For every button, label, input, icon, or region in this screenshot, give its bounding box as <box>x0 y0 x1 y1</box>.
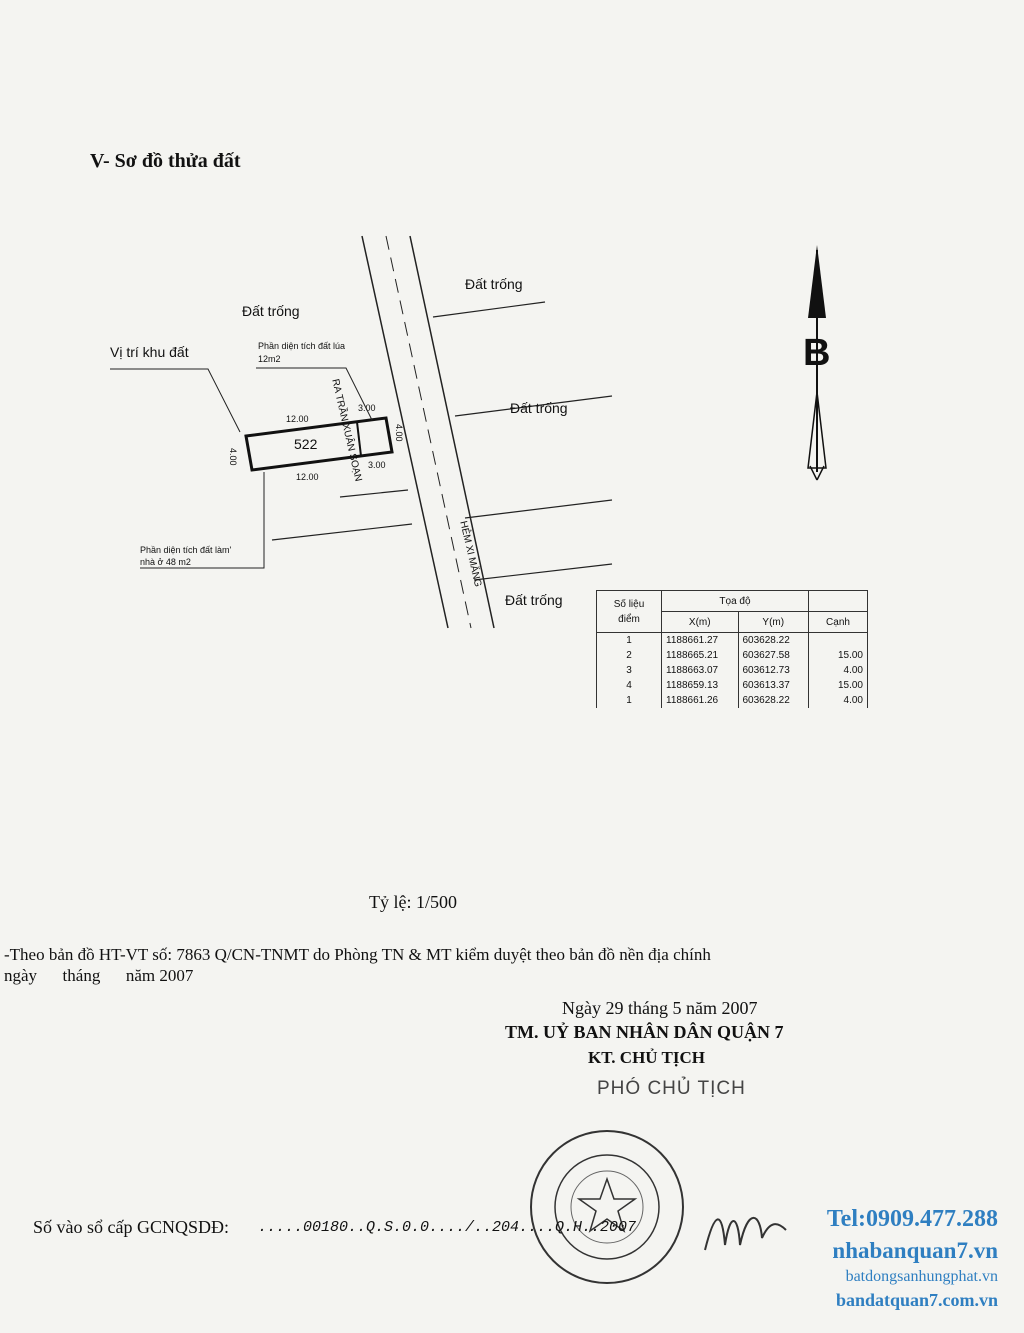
header-edge-blank <box>808 590 868 612</box>
parcel-outline <box>244 416 394 472</box>
watermark-phone: Tel:0909.477.288 <box>826 1206 998 1232</box>
dim-left: 4.00 <box>228 448 238 466</box>
parcel-number: 522 <box>294 436 318 452</box>
boundary-right-bottom <box>473 563 613 581</box>
official-seal-icon <box>530 1130 684 1284</box>
label-vacant-bottom-right: Đất trống <box>505 592 563 608</box>
header-coord: Tọa độ <box>661 590 809 612</box>
note-line-1: -Theo bản đồ HT-VT số: 7863 Q/CN-TNMT do… <box>4 945 711 964</box>
dim-bottom-short: 3.00 <box>368 460 386 470</box>
label-vacant-top-left: Đất trống <box>242 303 300 319</box>
boundary-right-mid2 <box>464 499 613 519</box>
label-site-location: Vị trí khu đất <box>110 344 189 360</box>
header-point: Số liệu điểm <box>596 590 662 633</box>
dim-right: 4.00 <box>394 424 404 442</box>
section-title: V- Sơ đồ thửa đất <box>90 150 241 172</box>
table-row: 4 1188659.13 603613.37 15.00 <box>596 678 868 693</box>
note-line-2: ngày tháng năm 2007 <box>4 966 194 985</box>
watermark-site-2: batdongsanhungphat.vn <box>845 1268 998 1285</box>
coordinate-table: Số liệu điểm Tọa độ X(m) Y(m) Cạnh 1 118… <box>596 590 868 708</box>
table-row: 3 1188663.07 603612.73 4.00 <box>596 663 868 678</box>
header-y: Y(m) <box>737 611 809 633</box>
road-edge-right <box>409 235 495 629</box>
registry-value: .....00180..Q.S.0.0..../..204....Q.H..20… <box>258 1219 637 1236</box>
dim-top-short: 3.00 <box>358 403 376 413</box>
site-location-leader <box>110 368 241 433</box>
label-house-area-2: nhà ở 48 m2 <box>140 557 191 567</box>
stamp-title: PHÓ CHỦ TỊCH <box>597 1078 746 1099</box>
registry-label: Số vào sổ cấp GCNQSDĐ: <box>33 1217 229 1237</box>
signature-title: KT. CHỦ TỊCH <box>588 1048 705 1067</box>
table-row: 2 1188665.21 603627.58 15.00 <box>596 648 868 663</box>
header-x: X(m) <box>661 611 739 633</box>
north-letter: B <box>803 332 831 374</box>
boundary-right-top <box>432 301 546 318</box>
signature-date: Ngày 29 tháng 5 năm 2007 <box>562 998 758 1018</box>
label-house-area-1: Phần diện tích đất làm' <box>140 545 232 555</box>
boundary-right-mid <box>454 395 613 417</box>
road-centerline <box>385 235 472 629</box>
table-row: 1 1188661.27 603628.22 <box>596 632 868 648</box>
header-edge: Cạnh <box>808 611 868 633</box>
scale-label: Tỷ lệ: 1/500 <box>369 892 457 912</box>
label-rice-area-1: Phần diện tích đất lúa <box>258 341 346 351</box>
parcel-division <box>356 421 362 457</box>
boundary-left-low <box>271 523 413 541</box>
label-rice-area-2: 12m2 <box>258 354 281 364</box>
table-row: 1 1188661.26 603628.22 4.00 <box>596 693 868 708</box>
signature-org: TM. UỶ BAN NHÂN DÂN QUẬN 7 <box>505 1022 784 1042</box>
label-vacant-mid-right: Đất trống <box>510 400 568 416</box>
label-vacant-top-right: Đất trống <box>465 276 523 292</box>
watermark-site-3: bandatquan7.com.vn <box>835 1290 998 1310</box>
handwritten-signature <box>704 1217 787 1251</box>
watermark-site-1: nhabanquan7.vn <box>832 1238 998 1263</box>
dim-top-long: 12.00 <box>286 414 309 424</box>
boundary-left-mid <box>339 489 409 498</box>
north-arrow-icon <box>807 245 827 481</box>
rice-area-leader <box>256 367 373 421</box>
road-edge-left <box>361 235 449 629</box>
dim-bottom-long: 12.00 <box>296 472 319 482</box>
house-area-leader <box>140 472 265 569</box>
